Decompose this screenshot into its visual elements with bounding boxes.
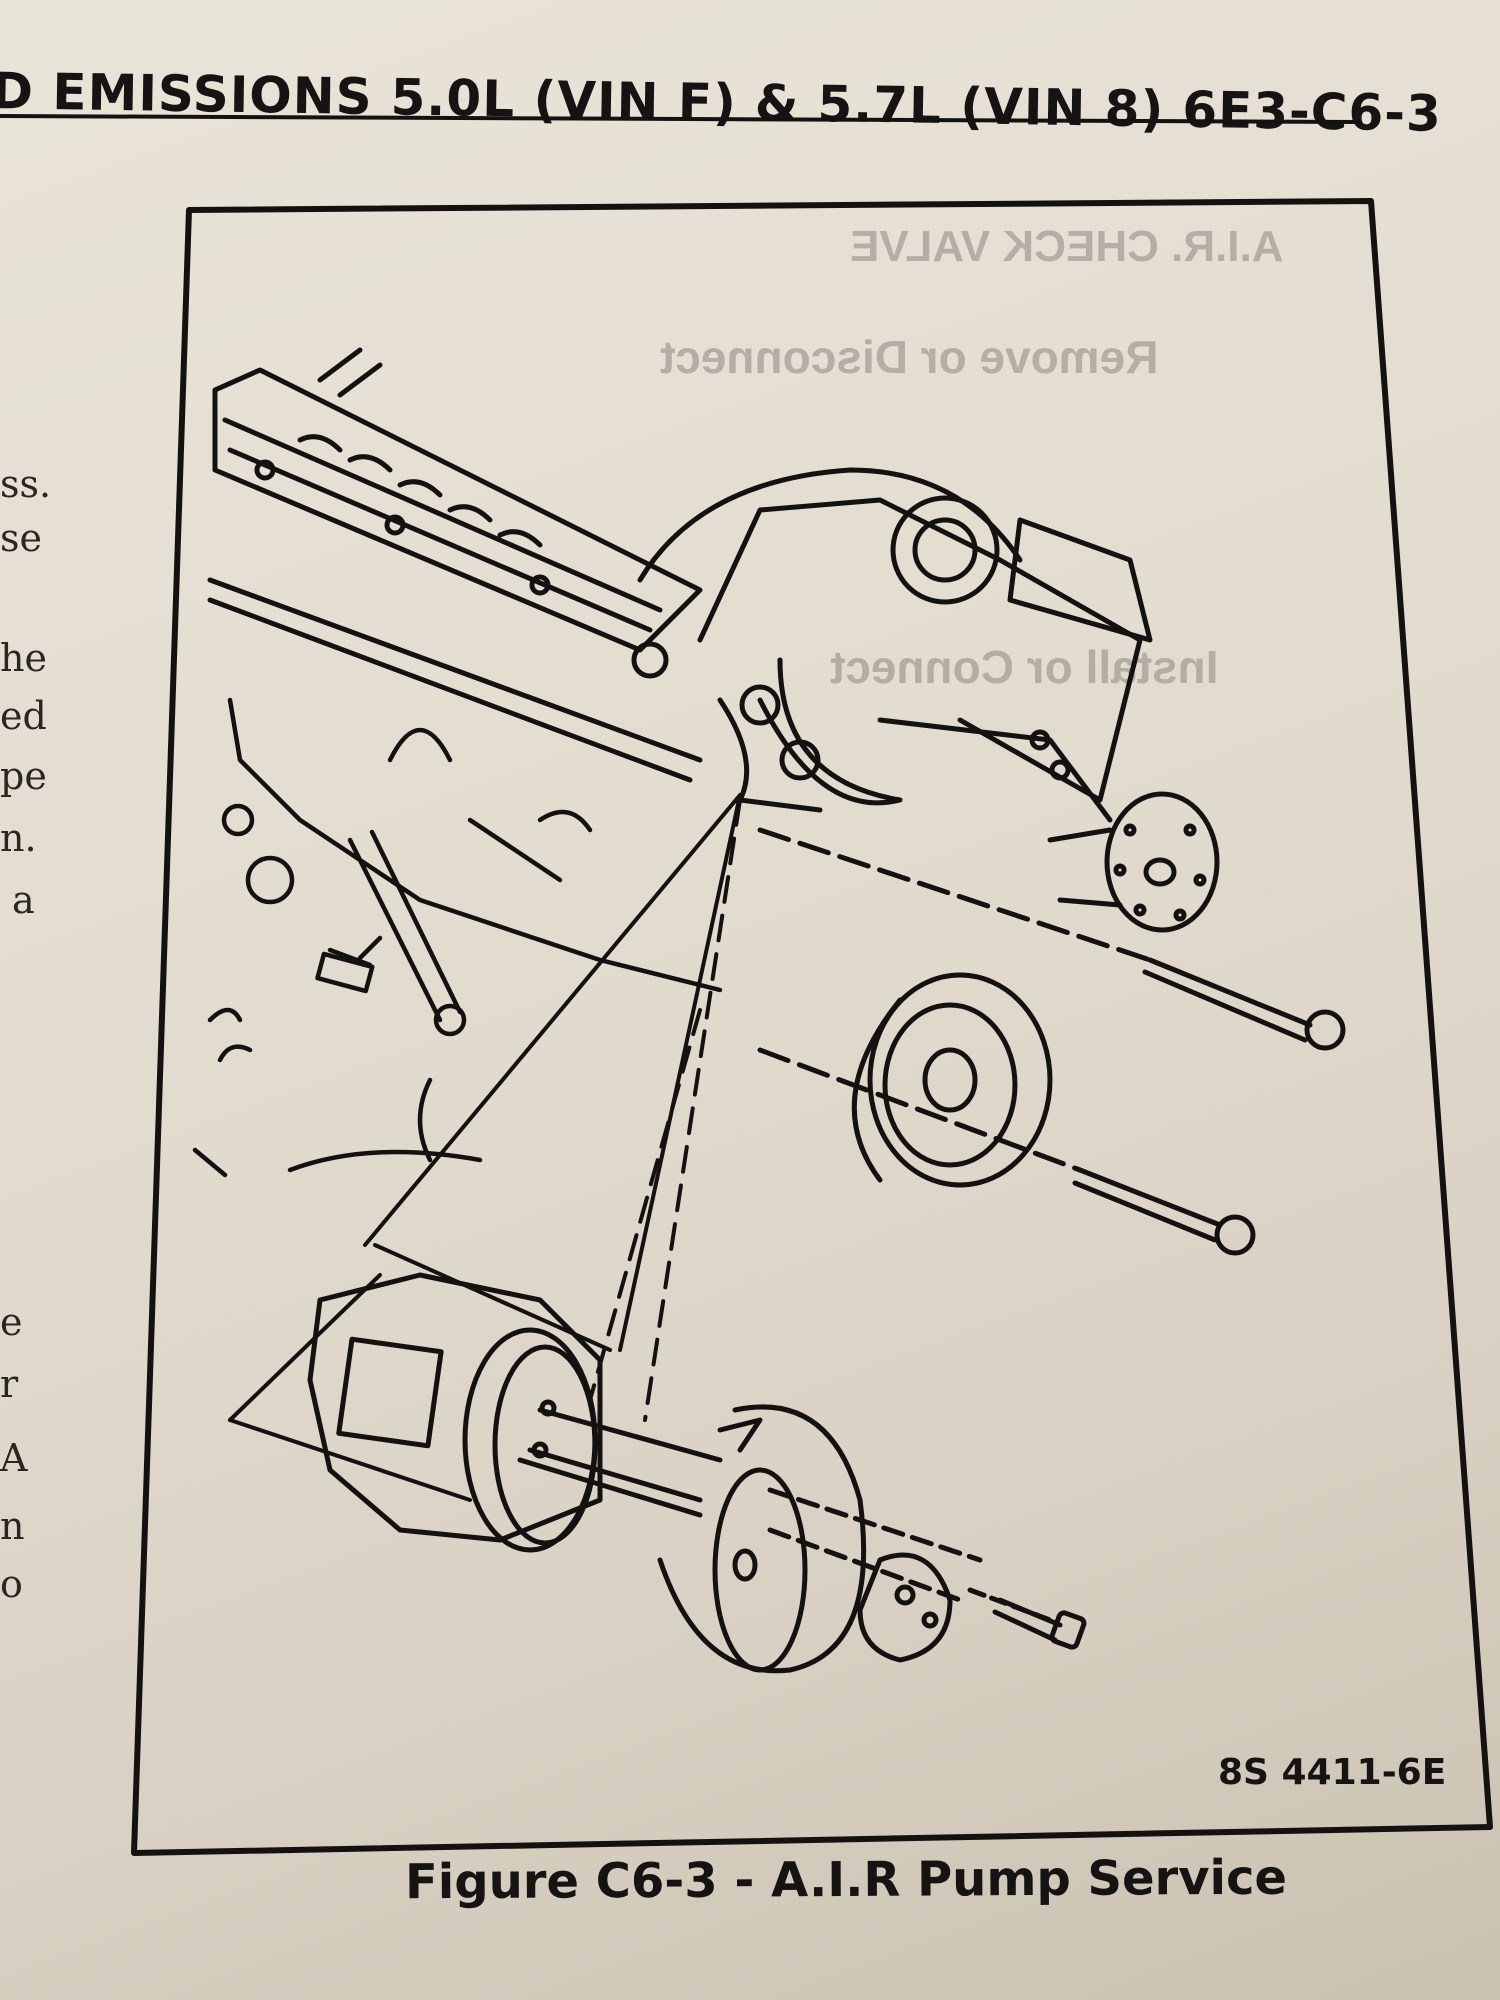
air-pump <box>307 1272 723 1553</box>
margin-text: o <box>0 1562 23 1606</box>
air-pump-pulley <box>657 1404 983 1674</box>
margin-text: A <box>0 1436 28 1480</box>
figure-code: 8S 4411-6E <box>1218 1752 1447 1793</box>
margin-text: ed <box>0 694 47 738</box>
margin-text: n <box>0 1504 25 1548</box>
figure-frame <box>131 198 1493 1856</box>
engine-valve-cover <box>207 347 703 783</box>
timing-cover-bracket <box>631 467 1153 823</box>
alignment-lines <box>228 793 742 1502</box>
margin-text: se <box>0 516 42 560</box>
header-rule <box>0 114 1362 124</box>
flange-disc <box>1047 791 1220 933</box>
margin-text: e <box>0 1300 23 1344</box>
margin-text: a <box>12 878 35 922</box>
margin-text: n. <box>0 816 37 860</box>
margin-text: pe <box>0 754 47 798</box>
lower-bolt <box>757 1047 1256 1256</box>
margin-text: ss. <box>0 462 52 506</box>
upper-bolt <box>757 827 1346 1051</box>
margin-text: r <box>0 1362 19 1406</box>
pulley-bolt <box>992 1597 1087 1650</box>
margin-text: he <box>0 636 47 680</box>
figure-caption: Figure C6-3 - A.I.R Pump Service <box>404 1849 1288 1911</box>
engine-block <box>192 697 723 1178</box>
crankshaft-pulley <box>851 972 1053 1188</box>
